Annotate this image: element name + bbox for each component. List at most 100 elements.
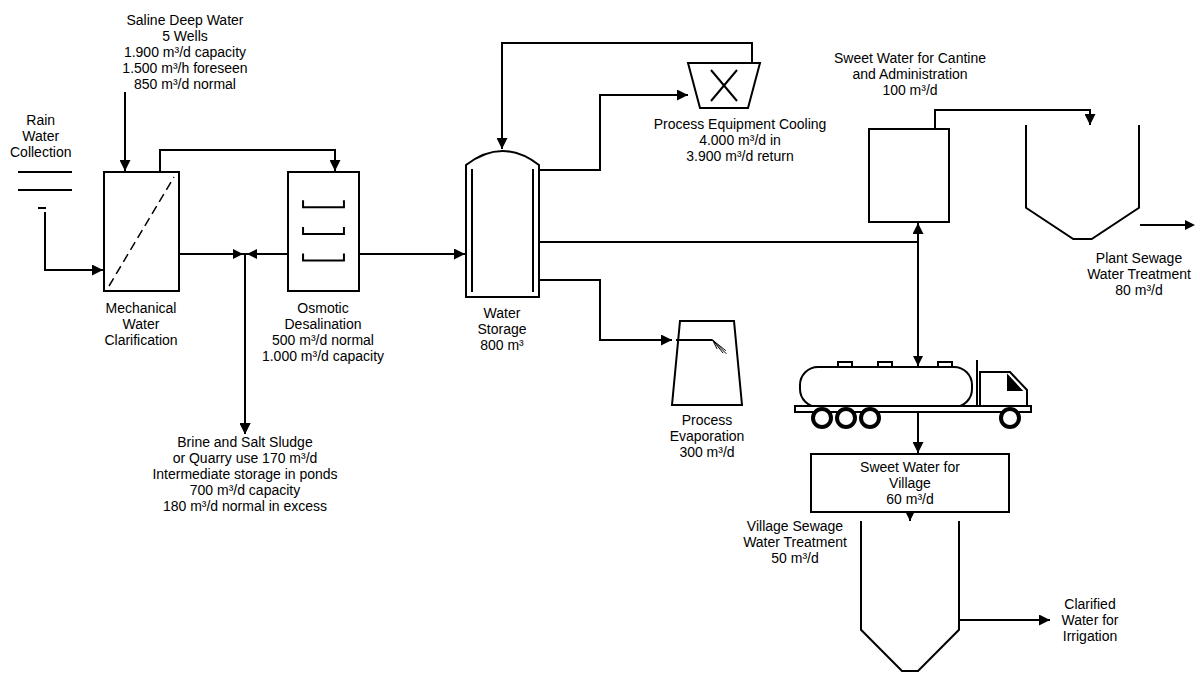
box-outline [811, 454, 1009, 512]
node-text: 60 m³/d [886, 491, 933, 507]
node-text: 500 m³/d normal [272, 332, 374, 348]
flow-connector [540, 95, 688, 170]
membrane-tray [303, 227, 344, 234]
truck-wheel [861, 409, 879, 427]
sewage-basin: Village Sewage Water Treatment50 m³/d [860, 521, 960, 672]
flow-connector [124, 92, 126, 171]
rain-line [18, 189, 72, 191]
node-outline [672, 320, 742, 405]
label-group: Clarified Water for Irrigation [1050, 596, 1130, 644]
node-text: Saline Deep Water [127, 12, 244, 28]
node-outline [868, 128, 950, 223]
label-group: Brine and Salt Sludgeor Quarry use 170 m… [152, 434, 337, 514]
node-text: 4.000 m³/d in [699, 132, 781, 148]
node-text: Osmotic Desalination [284, 300, 361, 332]
clarifier-box: Mechanical Water Clarification [103, 171, 180, 292]
fan-cross [711, 70, 737, 101]
node-text: Mechanical Water Clarification [104, 300, 177, 348]
node-text: or Quarry use 170 m³/d [173, 450, 318, 466]
truck-tank [800, 367, 972, 407]
node-text: Rain Water Collection [10, 112, 71, 160]
plant-outlet-arrow [1140, 220, 1195, 230]
node-outline [465, 149, 540, 298]
rain-symbol [10, 160, 80, 212]
tanker-truck [795, 360, 1031, 427]
storage-tank: Water Storage800 m³ [465, 149, 540, 298]
rain-line [38, 207, 46, 209]
node-text: Sweet Water for Village [855, 459, 965, 491]
flow-connector [360, 253, 465, 255]
node-outline [688, 62, 760, 108]
node-text: 5 Wells [162, 28, 208, 44]
outlet-label: Clarified Water for Irrigation [1050, 596, 1130, 644]
fan-cross [711, 70, 737, 101]
truck-cab [980, 372, 1027, 406]
label-group: Rain Water Collection [10, 112, 71, 160]
node-text: 100 m³/d [882, 82, 937, 98]
source-label: Saline Deep Water5 Wells1.900 m³/d capac… [122, 12, 247, 92]
flow-connector [160, 150, 335, 171]
sewage-basin: Plant Sewage Water Treatment80 m³/d [1025, 125, 1140, 240]
node-text: Plant Sewage Water Treatment [1084, 250, 1194, 282]
label-group: Process Equipment Cooling4.000 m³/d in3.… [654, 116, 827, 164]
node-text: 1.000 m³/d capacity [262, 348, 384, 364]
label-group: Process Evaporation300 m³/d [670, 412, 745, 460]
node-text: Brine and Salt Sludge [177, 434, 312, 450]
node-text: 1.900 m³/d capacity [124, 44, 246, 60]
flow-connector [45, 212, 103, 270]
node-text: 800 m³ [480, 337, 524, 353]
outlet-label: Brine and Salt Sludgeor Quarry use 170 m… [152, 434, 337, 514]
label-group: Sweet Water for Cantine and Administrati… [825, 50, 995, 98]
label-group: Plant Sewage Water Treatment80 m³/d [1084, 250, 1194, 298]
supply-box: Sweet Water for Village60 m³/d [810, 453, 1010, 513]
truck-wheel [1001, 409, 1019, 427]
arrowhead [233, 249, 243, 259]
box-outline [288, 172, 359, 291]
basin-outline [1026, 125, 1139, 239]
label-group: Saline Deep Water5 Wells1.900 m³/d capac… [122, 12, 247, 92]
node-text: Clarified Water for Irrigation [1050, 596, 1130, 644]
flow-connector [540, 242, 918, 453]
label-group: Water Storage800 m³ [477, 305, 526, 353]
tank-outline [466, 151, 539, 297]
truck-hatch [938, 362, 952, 367]
arrowhead [247, 249, 257, 259]
node-text: Process Equipment Cooling [654, 116, 827, 132]
box-outline [869, 129, 949, 222]
node-text: Village Sewage Water Treatment [738, 518, 853, 550]
truck-exhaust [976, 360, 978, 406]
node-text: Sweet Water for Cantine and Administrati… [825, 50, 995, 82]
node-text: Process Evaporation [670, 412, 745, 444]
outlet-line [1140, 224, 1186, 226]
node-outline [1025, 125, 1140, 240]
rain-line [18, 171, 72, 173]
flow-connector [935, 110, 1090, 128]
box-outline [104, 172, 179, 291]
node-text: 180 m³/d normal in excess [163, 498, 327, 514]
truck-window [1008, 376, 1021, 390]
supply-box: Sweet Water for Cantine and Administrati… [868, 128, 950, 223]
node-text: 80 m³/d [1115, 282, 1162, 298]
cooling-tower: Process Equipment Cooling4.000 m³/d in3.… [688, 62, 760, 108]
evaporator-outline [672, 321, 742, 405]
truck-wheel [837, 409, 855, 427]
node-text: 700 m³/d capacity [190, 482, 301, 498]
spray-ray [713, 340, 726, 351]
filter-line [109, 177, 174, 286]
membrane-tray [303, 254, 344, 261]
desalination-box: Osmotic Desalination500 m³/d normal1.000… [287, 171, 360, 292]
label-group: Mechanical Water Clarification [104, 300, 177, 348]
label-group: Sweet Water for Village60 m³/d [810, 453, 1010, 513]
flow-connector [180, 254, 245, 434]
spray-pipe [676, 339, 713, 341]
rain-collection: Rain Water Collection [10, 112, 80, 212]
truck-wheel [813, 409, 831, 427]
arrowhead [913, 356, 923, 366]
label-group: Osmotic Desalination500 m³/d normal1.000… [262, 300, 384, 364]
flow-connector [540, 280, 672, 340]
node-text: 3.900 m³/d return [686, 148, 793, 164]
node-outline [287, 171, 360, 292]
